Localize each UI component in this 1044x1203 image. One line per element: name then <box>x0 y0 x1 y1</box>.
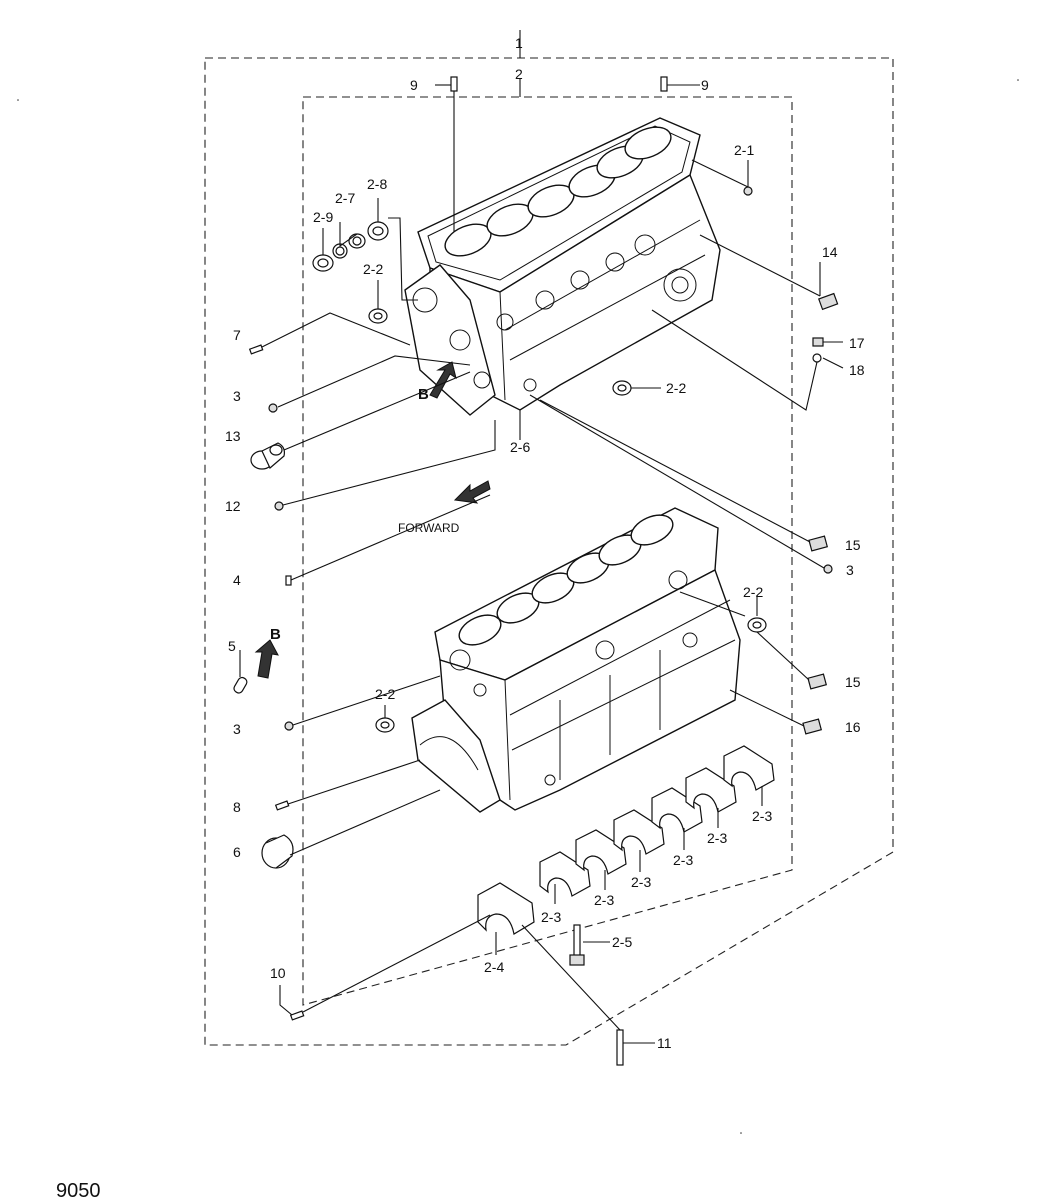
subassembly-2-boundary <box>302 96 793 1006</box>
plug-15-upper <box>808 535 829 552</box>
leader-lines <box>239 84 844 1044</box>
bushing-2-2-c <box>747 617 767 633</box>
bushing-2-9 <box>312 254 334 272</box>
bolt-2-5 <box>569 924 585 966</box>
bearing-cap-2-3-a <box>539 851 591 897</box>
plug-2-1 <box>743 186 753 196</box>
washer-18 <box>812 353 822 363</box>
callout-2-3-b: 2-3 <box>594 892 614 908</box>
pin-7 <box>248 344 264 355</box>
callout-2-2-upper-right: 2-2 <box>666 380 686 396</box>
view-b-arrow-lower <box>254 639 279 679</box>
ring-2-7-a <box>332 243 348 259</box>
cap-13 <box>250 442 285 470</box>
view-b-label-lower: B <box>270 626 281 643</box>
callout-2-6: 2-6 <box>510 439 530 455</box>
callout-12: 12 <box>225 498 241 514</box>
callout-2-5: 2-5 <box>612 934 632 950</box>
upper-cylinder-block <box>404 117 721 416</box>
callout-2-2-upper-left: 2-2 <box>363 261 383 277</box>
bushing-2-2-d <box>375 717 395 733</box>
plug-3-right <box>823 564 833 574</box>
callout-5: 5 <box>228 638 236 654</box>
plug-17 <box>812 337 824 347</box>
callout-9-left: 9 <box>410 77 418 93</box>
plug-3-upper <box>268 403 278 413</box>
callout-2-1: 2-1 <box>734 142 754 158</box>
callout-1: 1 <box>515 35 523 51</box>
callout-3-right: 3 <box>846 562 854 578</box>
bearing-cap-2-3-f <box>723 745 775 791</box>
bearing-cap-2-4 <box>477 882 535 935</box>
callout-2-4: 2-4 <box>484 959 504 975</box>
ring-2-7-b <box>348 233 366 249</box>
bearing-cap-2-3-c <box>613 809 665 855</box>
callout-14: 14 <box>822 244 838 260</box>
lower-cylinder-block <box>411 507 741 813</box>
callout-15-lower: 15 <box>845 674 861 690</box>
view-b-arrow-upper <box>429 361 457 399</box>
pin-11 <box>616 1029 624 1066</box>
callout-11: 11 <box>657 1035 672 1051</box>
forward-arrow <box>453 480 491 504</box>
forward-label: FORWARD <box>398 521 460 535</box>
callout-2-3-d: 2-3 <box>673 852 693 868</box>
callout-16: 16 <box>845 719 861 735</box>
callout-6: 6 <box>233 844 241 860</box>
pin-10 <box>289 1010 305 1021</box>
callout-13: 13 <box>225 428 241 444</box>
bushing-2-8 <box>367 221 389 241</box>
callout-3-upper: 3 <box>233 388 241 404</box>
pin-8 <box>274 800 290 811</box>
bushing-2-2-b <box>612 380 632 396</box>
callout-2-2-lower-right: 2-2 <box>743 584 763 600</box>
callout-18: 18 <box>849 362 865 378</box>
cap-6 <box>261 834 294 869</box>
callout-15-upper: 15 <box>845 537 861 553</box>
callout-2-3-c: 2-3 <box>631 874 651 890</box>
callout-2-8: 2-8 <box>367 176 387 192</box>
callout-2-9: 2-9 <box>313 209 333 225</box>
plug-16 <box>802 718 823 735</box>
pin-4 <box>285 575 292 586</box>
callout-2: 2 <box>515 66 523 82</box>
callout-2-7: 2-7 <box>335 190 355 206</box>
bearing-cap-2-3-b <box>575 829 627 875</box>
plug-14 <box>818 292 839 311</box>
plug-15-lower <box>807 673 828 690</box>
callout-2-3-f: 2-3 <box>752 808 772 824</box>
callout-9-right: 9 <box>701 77 709 93</box>
assembly-1-boundary <box>204 57 894 1046</box>
plug-3-lower <box>284 721 294 731</box>
plug-12 <box>274 501 284 511</box>
view-b-label-upper: B <box>418 386 429 403</box>
dowel-pin-9-right <box>660 76 668 92</box>
callout-2-2-lower-left: 2-2 <box>375 686 395 702</box>
callout-4: 4 <box>233 572 241 588</box>
callout-2-3-a: 2-3 <box>541 909 561 925</box>
callout-2-3-e: 2-3 <box>707 830 727 846</box>
page-number: 9050 <box>56 1180 101 1202</box>
callout-3-lower: 3 <box>233 721 241 737</box>
pin-5 <box>233 676 248 694</box>
callout-17: 17 <box>849 335 865 351</box>
callout-7: 7 <box>233 327 241 343</box>
callout-8: 8 <box>233 799 241 815</box>
callout-10: 10 <box>270 965 286 981</box>
dowel-pin-9-left <box>450 76 458 92</box>
bushing-2-2-a <box>368 308 388 324</box>
